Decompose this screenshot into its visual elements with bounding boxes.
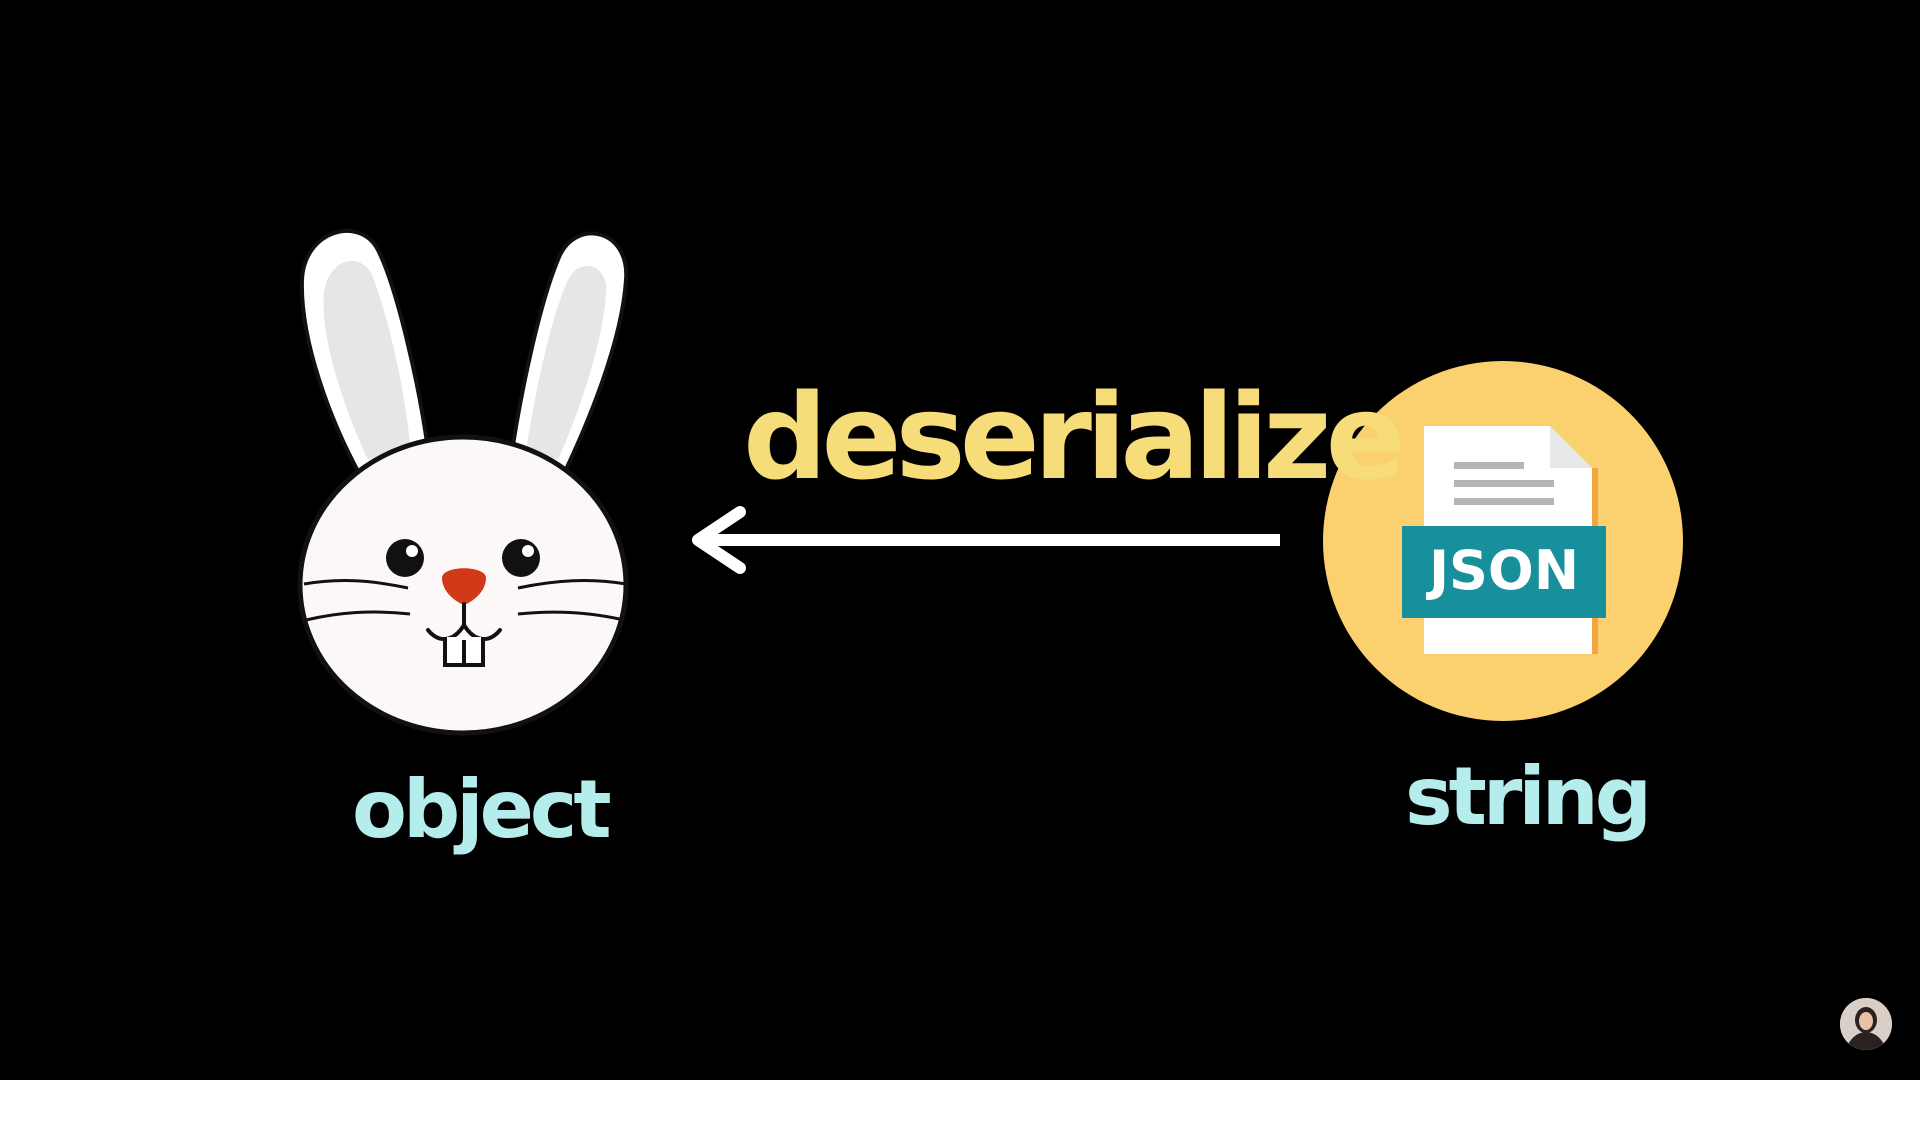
left-arrow-icon (692, 506, 1280, 574)
json-badge-text: JSON (1425, 539, 1579, 602)
json-file-icon: JSON (1323, 361, 1683, 721)
object-label: object (352, 763, 612, 856)
deserialize-label: deserialize (743, 368, 1406, 506)
string-label: string (1405, 750, 1652, 843)
rabbit-icon (297, 228, 629, 736)
bottom-strip (0, 1080, 1920, 1143)
diagram-canvas: JSON deserialize object string (0, 0, 1920, 1080)
presenter-avatar (1840, 998, 1892, 1050)
